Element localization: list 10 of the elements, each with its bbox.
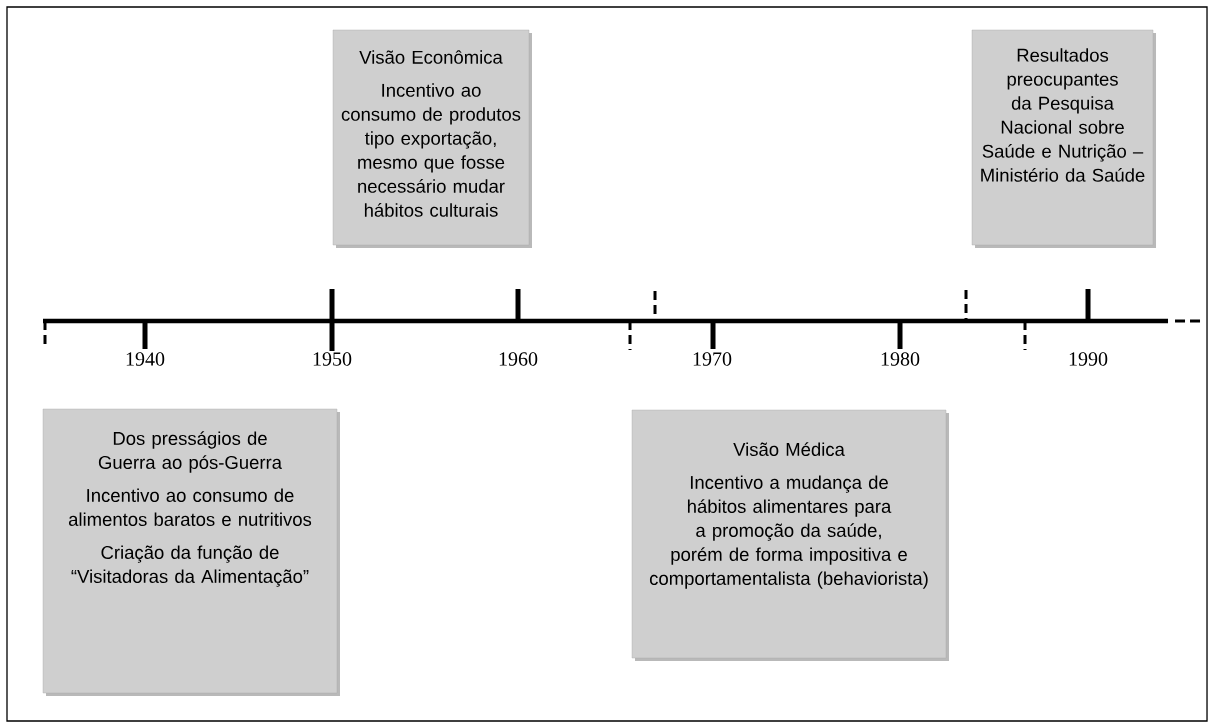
year-label: 1950 [313,352,352,366]
text-box: Resultados preocupantes da Pesquisa Nacional sobre Saúde e Nutrição – Ministério da Saúde [971,29,1156,248]
year-label: 1980 [881,352,920,366]
text-box: Visão Econômica Incentivo ao consumo de produtos tipo exportação, mesmo que fosse necessário mudar hábitos culturais [332,29,532,248]
text-box: Dos presságios de Guerra ao pós-Guerra Incentivo ao consumo de alimentos baratos e nutritivos Criação da função de “Visitadoras da Alimentação” [42,408,340,696]
year-label: 1970 [693,352,732,366]
year-label: 1940 [126,352,165,366]
year-label: 1990 [1069,352,1108,366]
text-box: Visão Médica Incentivo a mudança de hábitos alimentares para a promoção da saúde, porém de forma impositiva e comportamentalista (behaviorista) [631,409,949,661]
year-label: 1960 [499,352,538,366]
